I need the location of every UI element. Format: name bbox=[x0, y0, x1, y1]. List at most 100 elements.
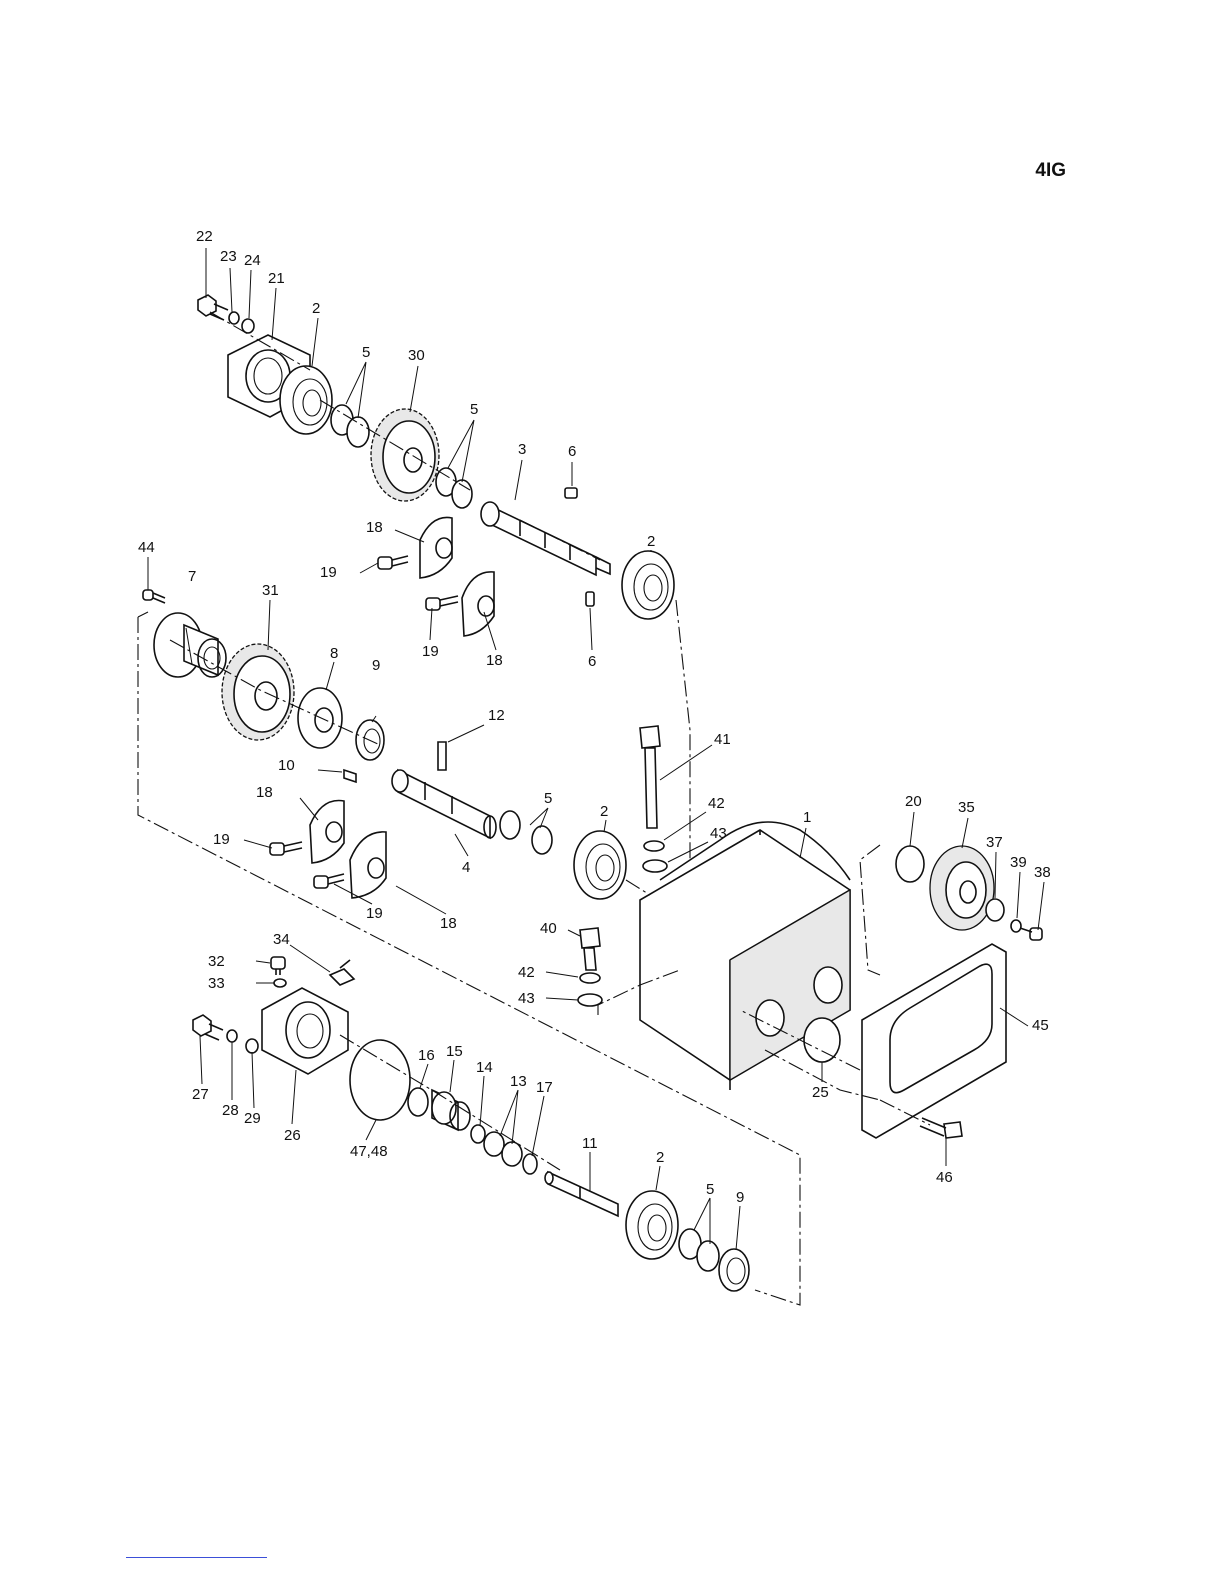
callout-18: 18 bbox=[366, 519, 383, 536]
callout-6: 6 bbox=[588, 653, 596, 670]
part-4-shaft bbox=[392, 770, 496, 838]
part-46-bolt bbox=[920, 1118, 962, 1138]
callout-33: 33 bbox=[208, 975, 225, 992]
figure-code: 4IG bbox=[1035, 160, 1066, 181]
part-16-spacer bbox=[408, 1088, 428, 1116]
part-2-bearing-shaft4 bbox=[574, 831, 626, 899]
callout-19: 19 bbox=[320, 564, 337, 581]
part-28-washer bbox=[227, 1030, 237, 1042]
callout-19: 19 bbox=[213, 831, 230, 848]
callout-43: 43 bbox=[710, 825, 727, 842]
callout-28: 28 bbox=[222, 1102, 239, 1119]
callout-31: 31 bbox=[262, 582, 279, 599]
part-38-bolt bbox=[1020, 928, 1042, 940]
footer-link-underline bbox=[126, 1557, 267, 1558]
callout-19: 19 bbox=[422, 643, 439, 660]
callout-39: 39 bbox=[1010, 854, 1027, 871]
part-11-shaft bbox=[545, 1172, 618, 1216]
housing-assembly bbox=[578, 726, 1006, 1138]
part-5-snap-ring bbox=[452, 480, 472, 508]
callout-18: 18 bbox=[440, 915, 457, 932]
part-6-key-bottom bbox=[586, 592, 594, 606]
part-43-washer bbox=[643, 860, 667, 872]
callout-26: 26 bbox=[284, 1127, 301, 1144]
part-31-gear bbox=[222, 644, 294, 740]
callout-8: 8 bbox=[330, 645, 338, 662]
part-10-screw bbox=[344, 770, 356, 782]
part-41-bolt bbox=[640, 726, 660, 828]
part-19-screw bbox=[270, 842, 302, 855]
part-13-ring bbox=[484, 1132, 504, 1156]
callout-38: 38 bbox=[1034, 864, 1051, 881]
part-23-washer bbox=[229, 312, 239, 324]
callout-2: 2 bbox=[647, 533, 655, 550]
callout-47-48: 47,48 bbox=[350, 1143, 388, 1160]
callout-43: 43 bbox=[518, 990, 535, 1007]
callout-37: 37 bbox=[986, 834, 1003, 851]
callout-29: 29 bbox=[244, 1110, 261, 1127]
callout-44: 44 bbox=[138, 539, 155, 556]
callout-3: 3 bbox=[518, 441, 526, 458]
part-19-screw bbox=[378, 556, 408, 569]
part-7-flange bbox=[154, 613, 226, 677]
part-29-washer bbox=[246, 1039, 258, 1053]
part-42-washer bbox=[580, 973, 600, 983]
callout-5: 5 bbox=[362, 344, 370, 361]
part-5-snap-ring bbox=[697, 1241, 719, 1271]
part-22-bolt bbox=[198, 295, 228, 320]
callout-41: 41 bbox=[714, 731, 731, 748]
part-3-shaft bbox=[481, 502, 610, 575]
part-45-side-cover bbox=[862, 944, 1006, 1138]
callout-30: 30 bbox=[408, 347, 425, 364]
callout-5: 5 bbox=[706, 1181, 714, 1198]
part-35-pulley bbox=[930, 846, 994, 930]
callout-2: 2 bbox=[312, 300, 320, 317]
callout-18: 18 bbox=[486, 652, 503, 669]
callout-23: 23 bbox=[220, 248, 237, 265]
callout-11: 11 bbox=[582, 1135, 598, 1152]
callout-19: 19 bbox=[366, 905, 383, 922]
callout-7: 7 bbox=[188, 568, 196, 585]
part-18-counterweight bbox=[310, 801, 344, 864]
callout-27: 27 bbox=[192, 1086, 209, 1103]
part-44-screw bbox=[143, 590, 165, 603]
callout-10: 10 bbox=[278, 757, 295, 774]
callout-2: 2 bbox=[656, 1149, 664, 1166]
part-6-key-top bbox=[565, 488, 577, 498]
callout-25: 25 bbox=[812, 1084, 829, 1101]
callout-9: 9 bbox=[736, 1189, 744, 1206]
part-40-bolt bbox=[580, 928, 600, 970]
part-5-snap-ring bbox=[500, 811, 520, 839]
callout-1: 1 bbox=[803, 809, 811, 826]
callout-24: 24 bbox=[244, 252, 261, 269]
part-24-washer bbox=[242, 319, 254, 333]
part-19-screw bbox=[426, 596, 458, 610]
callout-20: 20 bbox=[905, 793, 922, 810]
callout-22: 22 bbox=[196, 228, 213, 245]
part-20-seal bbox=[896, 846, 924, 882]
callout-18: 18 bbox=[256, 784, 273, 801]
callout-34: 34 bbox=[273, 931, 290, 948]
callout-21: 21 bbox=[268, 270, 285, 287]
part-39-washer bbox=[1011, 920, 1021, 932]
callout-16: 16 bbox=[418, 1047, 435, 1064]
callout-12: 12 bbox=[488, 707, 505, 724]
callout-4: 4 bbox=[462, 859, 470, 876]
callout-40: 40 bbox=[540, 920, 557, 937]
callout-2: 2 bbox=[600, 803, 608, 820]
part-33-washer bbox=[274, 979, 286, 987]
part-18-counterweight bbox=[420, 517, 452, 578]
part-30-gear bbox=[371, 409, 439, 501]
part-17-ring bbox=[523, 1154, 537, 1174]
part-9-seal-lower bbox=[719, 1249, 749, 1291]
callout-6: 6 bbox=[568, 443, 576, 460]
part-34-fitting bbox=[330, 960, 354, 985]
part-2-bearing-shaft11 bbox=[626, 1191, 678, 1259]
part-5-snap-ring bbox=[532, 826, 552, 854]
part-5-snap-ring bbox=[347, 417, 369, 447]
callout-15: 15 bbox=[446, 1043, 463, 1060]
callout-35: 35 bbox=[958, 799, 975, 816]
part-47-48-o-ring bbox=[350, 1040, 410, 1120]
part-13-ring bbox=[502, 1142, 522, 1166]
